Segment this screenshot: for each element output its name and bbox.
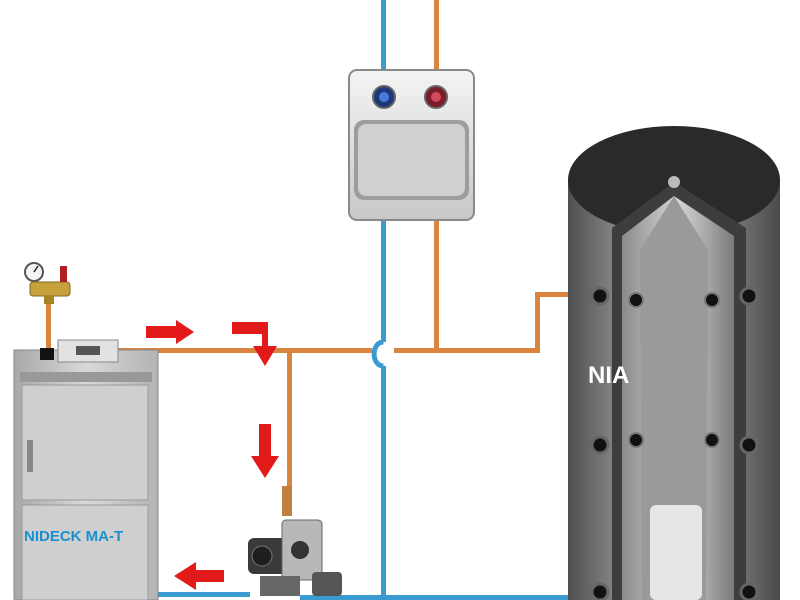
return-pipe-crossover [371, 339, 385, 369]
tank-label: NIA [588, 362, 629, 389]
supply-pipe-top [434, 0, 439, 78]
buffer-tank: NIA [568, 126, 780, 600]
tank-port-icon [590, 286, 610, 306]
heat-exchanger [348, 69, 475, 221]
boiler-door-handle [27, 440, 33, 472]
tank-inner-cylinder [640, 196, 708, 600]
supply-pipe-branch [287, 353, 292, 513]
safety-group [24, 262, 71, 304]
pump-group [248, 486, 342, 596]
return-pipe-exchanger-down [381, 218, 386, 342]
supply-pipe-main-left [112, 348, 372, 353]
return-pipe-main [381, 366, 386, 600]
safety-valve-pipe [46, 300, 51, 350]
tank-port-icon [739, 582, 759, 600]
return-pipe-bottom [300, 595, 590, 600]
supply-pipe-tank-inlet [535, 292, 597, 297]
flow-arrow-right-icon [146, 320, 194, 344]
supply-pipe-main-right [394, 348, 539, 353]
boiler-lower-door [21, 504, 149, 600]
flow-arrow-corner-icon [232, 322, 277, 366]
flow-arrows [146, 320, 279, 590]
boiler: NIDECK MA-T [13, 339, 159, 600]
boiler-label: NIDECK MA-T [24, 528, 123, 545]
flow-arrow-left-icon [174, 562, 224, 590]
tank-port-icon [739, 286, 759, 306]
valve-icon [29, 281, 71, 297]
tank-port-icon [739, 435, 759, 455]
boiler-upper-door [21, 384, 149, 501]
supply-pipe-exchanger-down [434, 218, 439, 350]
return-pipe-top [381, 0, 386, 78]
flow-arrow-down-icon [251, 424, 279, 478]
exchanger-panel-inner [358, 124, 465, 196]
return-pipe-boiler [110, 592, 250, 597]
tank-port-icon [590, 582, 610, 600]
supply-pipe-riser [535, 292, 540, 353]
pipe-network [46, 0, 597, 600]
tank-port-icon [590, 435, 610, 455]
